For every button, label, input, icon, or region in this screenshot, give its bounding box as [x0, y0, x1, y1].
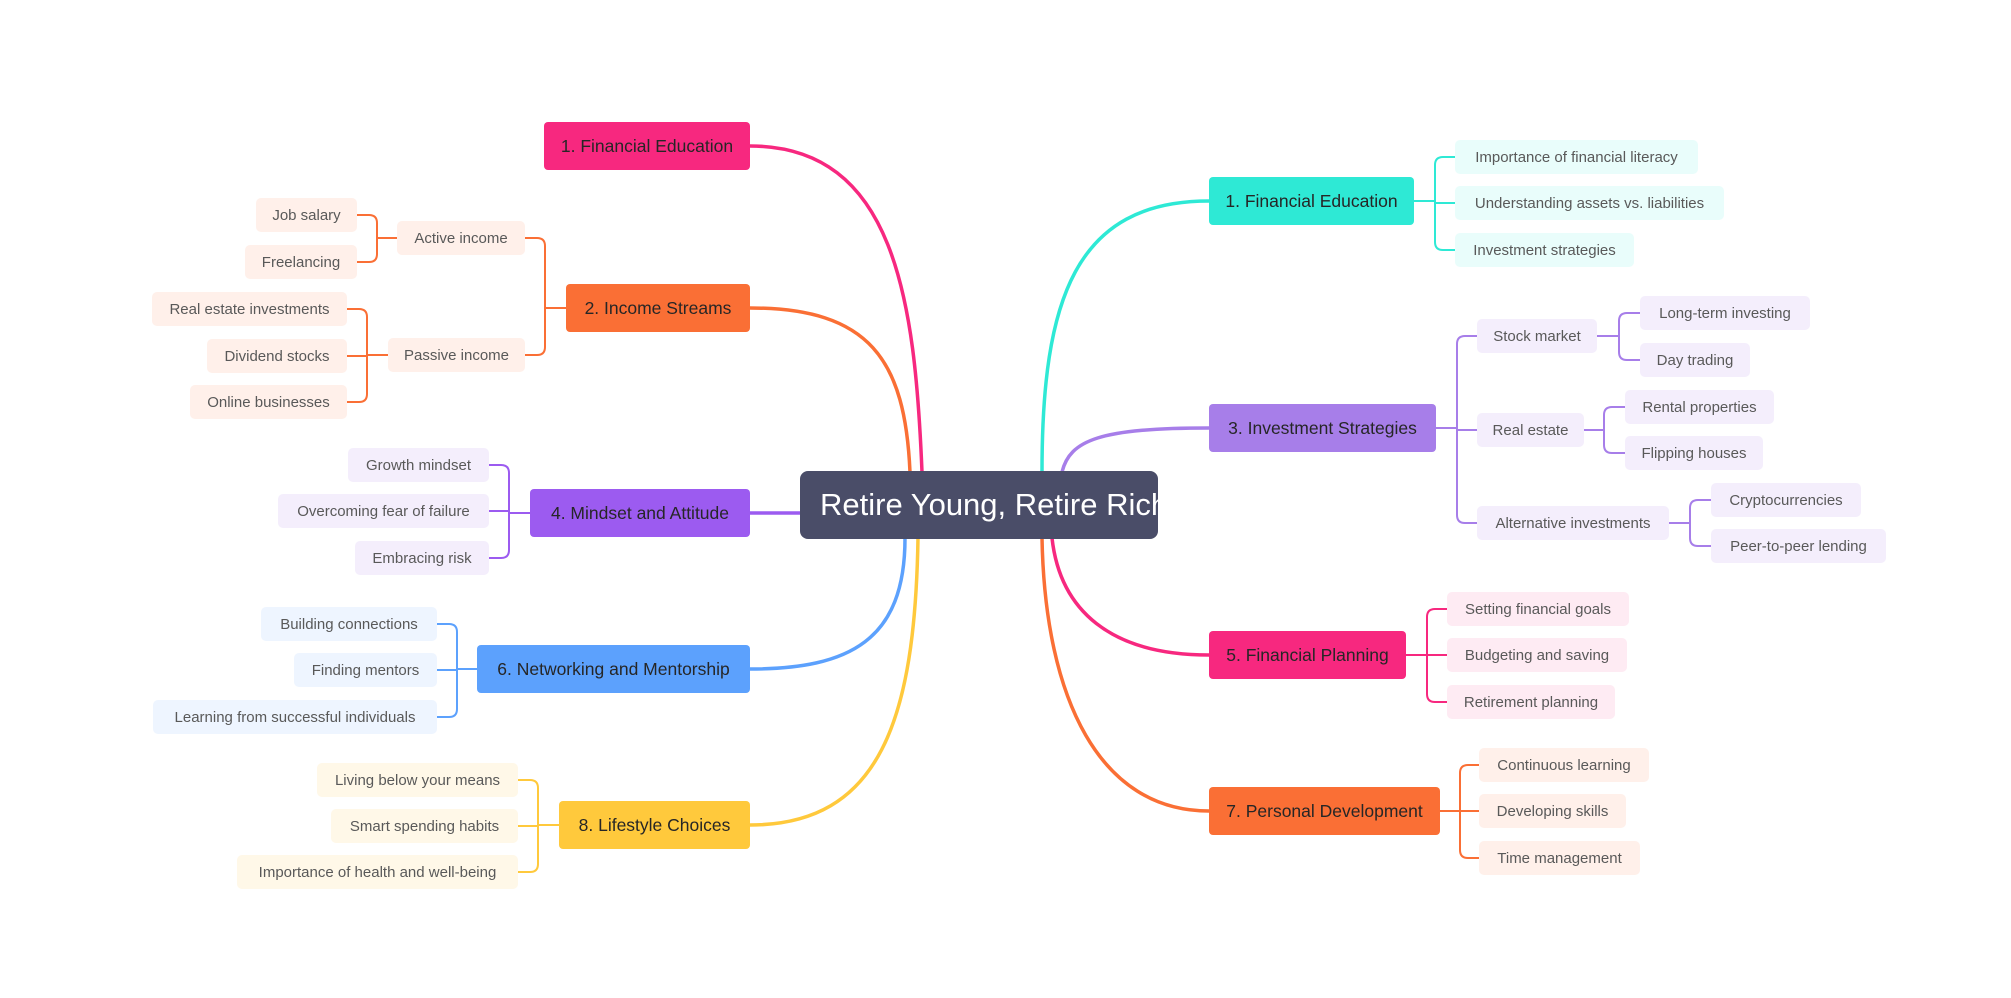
bracket-personal-development-child-2: [1459, 810, 1480, 859]
bracket-financial-education-right-child-0: [1434, 156, 1456, 202]
connector-root-financial-education-left: [748, 144, 924, 474]
connector-root-lifestyle: [748, 536, 920, 827]
topic-importance-of-financial-literacy[interactable]: Importance of financial literacy: [1455, 140, 1698, 174]
topic-flipping-houses[interactable]: Flipping houses: [1625, 436, 1763, 470]
connector-root-financial-education-right: [1040, 199, 1211, 474]
topic-active-income[interactable]: Active income: [397, 221, 525, 255]
bracket-personal-development-child-0: [1459, 764, 1480, 812]
topic-learning-from-successful-individuals[interactable]: Learning from successful individuals: [153, 700, 437, 734]
branch-lifestyle-choices[interactable]: 8. Lifestyle Choices: [559, 801, 750, 849]
bracket-passive-income-child-0: [346, 308, 368, 356]
topic-smart-spending-habits[interactable]: Smart spending habits: [331, 809, 518, 843]
bracket-lifestyle-child-2: [517, 824, 539, 873]
topic-job-salary[interactable]: Job salary: [256, 198, 357, 232]
topic-setting-financial-goals[interactable]: Setting financial goals: [1447, 592, 1629, 626]
topic-day-trading[interactable]: Day trading: [1640, 343, 1750, 377]
topic-finding-mentors[interactable]: Finding mentors: [294, 653, 437, 687]
topic-peer-to-peer-lending[interactable]: Peer-to-peer lending: [1711, 529, 1886, 563]
connector-root-financial-planning: [1050, 536, 1211, 657]
bracket-networking-child-2: [436, 668, 458, 718]
branch-financial-education-right[interactable]: 1. Financial Education: [1209, 177, 1414, 225]
topic-continuous-learning[interactable]: Continuous learning: [1479, 748, 1649, 782]
topic-growth-mindset[interactable]: Growth mindset: [348, 448, 489, 482]
topic-building-connections[interactable]: Building connections: [261, 607, 437, 641]
topic-embracing-risk[interactable]: Embracing risk: [355, 541, 489, 575]
branch-financial-education-left[interactable]: 1. Financial Education: [544, 122, 750, 170]
topic-real-estate[interactable]: Real estate: [1477, 413, 1584, 447]
topic-time-management[interactable]: Time management: [1479, 841, 1640, 875]
bracket-alternative-investments-child-1: [1689, 522, 1712, 547]
bracket-active-income-child-1: [356, 237, 378, 263]
topic-cryptocurrencies[interactable]: Cryptocurrencies: [1711, 483, 1861, 517]
bracket-income-streams-child-1: [524, 307, 546, 356]
topic-passive-income[interactable]: Passive income: [388, 338, 525, 372]
bracket-stock-market-child-0: [1618, 312, 1641, 337]
topic-retirement-planning[interactable]: Retirement planning: [1447, 685, 1615, 719]
topic-living-below-your-means[interactable]: Living below your means: [317, 763, 518, 797]
bracket-financial-planning-child-0: [1426, 608, 1448, 656]
topic-rental-properties[interactable]: Rental properties: [1625, 390, 1774, 424]
bracket-active-income-child-0: [356, 214, 378, 239]
topic-dividend-stocks[interactable]: Dividend stocks: [207, 339, 347, 373]
connector-root-personal-development: [1040, 536, 1211, 813]
topic-developing-skills[interactable]: Developing skills: [1479, 794, 1626, 828]
topic-investment-strategies[interactable]: Investment strategies: [1455, 233, 1634, 267]
topic-online-businesses[interactable]: Online businesses: [190, 385, 347, 419]
topic-freelancing[interactable]: Freelancing: [245, 245, 357, 279]
connector-root-income-streams: [748, 306, 912, 474]
topic-budgeting-and-saving[interactable]: Budgeting and saving: [1447, 638, 1627, 672]
bracket-financial-education-right-child-2: [1434, 200, 1456, 251]
bracket-alternative-investments-child-0: [1689, 499, 1712, 524]
topic-long-term-investing[interactable]: Long-term investing: [1640, 296, 1810, 330]
root-topic[interactable]: Retire Young, Retire Rich: [800, 471, 1158, 539]
topic-overcoming-fear-of-failure[interactable]: Overcoming fear of failure: [278, 494, 489, 528]
bracket-lifestyle-child-0: [517, 779, 539, 826]
topic-alternative-investments[interactable]: Alternative investments: [1477, 506, 1669, 540]
bracket-stock-market-child-1: [1618, 335, 1641, 361]
topic-importance-of-health[interactable]: Importance of health and well-being: [237, 855, 518, 889]
bracket-income-streams-child-0: [524, 237, 546, 309]
bracket-real-estate-child-1: [1603, 429, 1626, 454]
bracket-real-estate-child-0: [1603, 406, 1626, 431]
bracket-mindset-child-0: [488, 464, 510, 514]
bracket-investment-strategies-child-2: [1456, 427, 1478, 524]
topic-stock-market[interactable]: Stock market: [1477, 319, 1597, 353]
branch-income-streams[interactable]: 2. Income Streams: [566, 284, 750, 332]
branch-personal-development[interactable]: 7. Personal Development: [1209, 787, 1440, 835]
connector-root-investment-strategies: [1060, 426, 1211, 474]
bracket-financial-planning-child-2: [1426, 654, 1448, 703]
topic-real-estate-investments[interactable]: Real estate investments: [152, 292, 347, 326]
topic-understanding-assets-vs-liabilities[interactable]: Understanding assets vs. liabilities: [1455, 186, 1724, 220]
connector-root-networking: [748, 536, 907, 671]
branch-mindset-and-attitude[interactable]: 4. Mindset and Attitude: [530, 489, 750, 537]
branch-networking-and-mentorship[interactable]: 6. Networking and Mentorship: [477, 645, 750, 693]
branch-financial-planning[interactable]: 5. Financial Planning: [1209, 631, 1406, 679]
branch-investment-strategies[interactable]: 3. Investment Strategies: [1209, 404, 1436, 452]
bracket-investment-strategies-child-0: [1456, 335, 1478, 429]
bracket-mindset-child-2: [488, 512, 510, 559]
bracket-networking-child-0: [436, 623, 458, 670]
bracket-passive-income-child-2: [346, 354, 368, 403]
